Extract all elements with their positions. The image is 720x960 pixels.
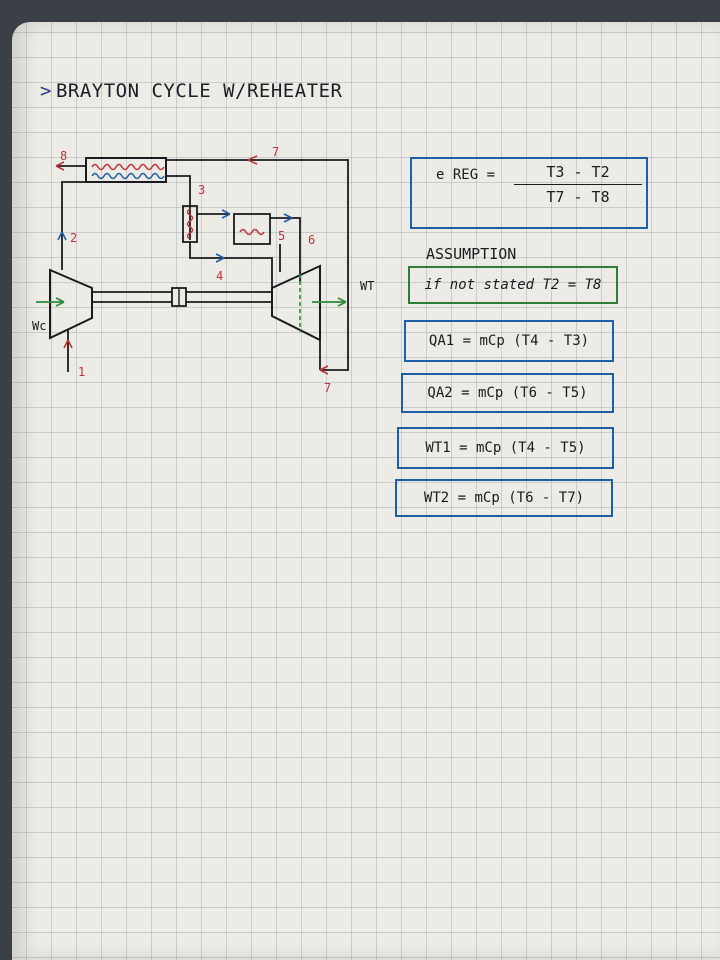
arrow-6-icon: [283, 213, 293, 223]
work-turbine-label: WT: [360, 279, 374, 293]
state-label-3: 3: [198, 183, 205, 197]
state-label-6: 6: [308, 233, 315, 247]
reheater: [233, 213, 271, 245]
arrow-8-icon: [55, 161, 65, 171]
assumption-box: if not stated T2 = T8: [408, 266, 618, 304]
equation-wt2: WT2 = mCp (T6 - T7): [395, 479, 613, 517]
page-title: >BRAYTON CYCLE W/REHEATER: [40, 80, 343, 102]
work-turbine-arrow-icon: [337, 297, 347, 307]
title-marker: >: [40, 80, 52, 102]
arrow-2-icon: [57, 231, 67, 241]
state-label-8: 8: [60, 149, 67, 163]
pipe-2: [61, 181, 86, 270]
arrow-1-icon: [63, 339, 73, 349]
regenerator-effectiveness-box: e REG = T3 - T2 T7 - T8: [410, 157, 648, 229]
ereg-label: e REG =: [436, 167, 496, 183]
equation-text: QA1 = mCp (T4 - T3): [428, 333, 590, 349]
pipe-6: [270, 217, 301, 282]
state-label-5: 5: [278, 229, 285, 243]
arrow-7-top-icon: [247, 155, 258, 165]
turbine: [271, 264, 321, 342]
pipe-3: [166, 175, 191, 240]
ereg-fraction: T3 - T2 T7 - T8: [514, 163, 642, 206]
pipe-7-top: [166, 159, 349, 371]
arrow-7-bottom-icon: [319, 365, 329, 375]
heater-1-coil: [186, 208, 194, 240]
assumption-heading: ASSUMPTION: [426, 245, 517, 263]
title-text: BRAYTON CYCLE W/REHEATER: [55, 80, 343, 102]
regenerator-coil: [91, 163, 165, 171]
ereg-numerator: T3 - T2: [514, 163, 642, 185]
pipe-4: [189, 242, 273, 290]
compressor: [49, 268, 93, 340]
state-label-2: 2: [70, 231, 77, 245]
assumption-text: if not stated T2 = T8: [424, 277, 602, 293]
state-label-4: 4: [216, 269, 223, 283]
state-label-1: 1: [78, 365, 85, 379]
state-label-7-bottom: 7: [324, 381, 331, 395]
work-compressor-arrow-icon: [55, 297, 65, 307]
equation-text: WT2 = mCp (T6 - T7): [423, 490, 585, 506]
work-compressor-label: Wc: [32, 319, 46, 333]
arrow-4-icon: [215, 253, 225, 263]
equation-qa2: QA2 = mCp (T6 - T5): [401, 373, 614, 413]
state-label-7-top: 7: [272, 145, 279, 159]
equation-text: QA2 = mCp (T6 - T5): [427, 385, 588, 401]
arrow-3-icon: [221, 209, 231, 219]
regenerator-coil-2: [91, 172, 165, 180]
equation-qa1: QA1 = mCp (T4 - T3): [404, 320, 614, 362]
regenerator: [85, 157, 167, 183]
notebook-page: [12, 22, 720, 960]
ereg-denominator: T7 - T8: [546, 188, 610, 206]
equation-text: WT1 = mCp (T4 - T5): [425, 440, 586, 456]
equation-wt1: WT1 = mCp (T4 - T5): [397, 427, 614, 469]
reheater-coil: [239, 228, 265, 236]
